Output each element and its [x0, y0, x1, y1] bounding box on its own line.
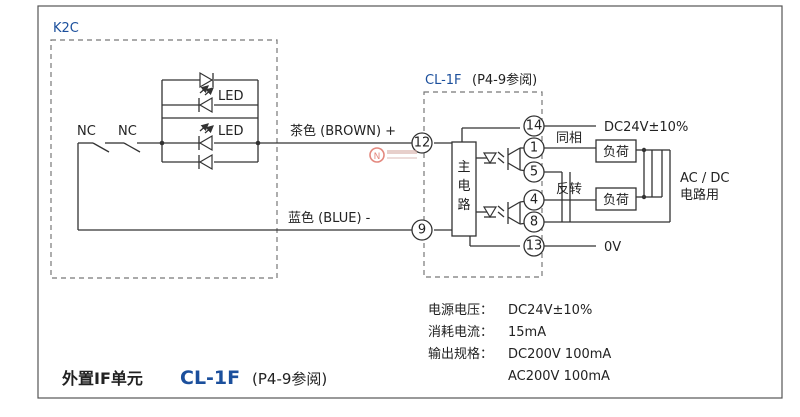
cl1f-internal-wiring [434, 127, 535, 247]
terminal-12: 12 [411, 132, 433, 154]
footer-title-prefix: 外置IF单元 [61, 369, 143, 388]
terminal-1: 1 [523, 137, 545, 159]
main-circuit-char-2: 电 [457, 179, 470, 194]
svg-text:1: 1 [530, 141, 538, 156]
spec-output-label: 输出规格： [428, 346, 493, 362]
spec-consumption-label: 消耗电流： [428, 325, 493, 340]
k2c-label: K2C [53, 21, 79, 36]
terminal-5: 5 [523, 161, 545, 183]
blue-wire-label: 蓝色 (BLUE) - [288, 210, 371, 226]
svg-text:12: 12 [414, 136, 431, 151]
terminal-13: 13 [523, 235, 545, 257]
led-label-lower: LED [218, 124, 243, 139]
spec-consumption-value: 15mA [508, 325, 546, 340]
svg-text:9: 9 [418, 223, 426, 238]
load-box-2 [595, 187, 637, 211]
ac-dc-label: AC / DC [680, 171, 729, 186]
load-label-1: 负荷 [603, 145, 629, 160]
watermark-logo: N [369, 147, 417, 163]
load-label-2: 负荷 [603, 193, 629, 208]
led-network [159, 71, 261, 171]
svg-text:N: N [374, 152, 381, 162]
main-circuit-char-3: 路 [457, 197, 470, 213]
dc-supply-label: DC24V±10% [604, 120, 688, 135]
reverse-phase-label: 反转 [556, 182, 582, 197]
cl1f-label: CL-1F [425, 73, 462, 88]
brown-wire-label: 茶色 (BROWN) + [290, 123, 396, 139]
terminal-14: 14 [523, 115, 545, 137]
svg-text:14: 14 [526, 119, 543, 134]
terminal-9: 9 [411, 219, 433, 241]
same-phase-label: 同相 [556, 131, 582, 146]
outer-frame [37, 5, 783, 399]
spec-output-value-ac: AC200V 100mA [508, 369, 610, 384]
svg-text:8: 8 [530, 215, 538, 230]
cl1f-ref: (P4-9参阅) [472, 72, 537, 88]
main-circuit-char-1: 主 [457, 160, 470, 175]
spec-output-value-dc: DC200V 100mA [508, 347, 611, 362]
terminal-8: 8 [523, 211, 545, 233]
svg-text:4: 4 [530, 193, 538, 208]
spec-power-label: 电源电压： [428, 303, 493, 318]
spec-power-value: DC24V±10% [508, 303, 592, 318]
led-label-upper: LED [218, 89, 243, 104]
nc-label-2: NC [118, 124, 137, 139]
svg-text:5: 5 [530, 165, 538, 180]
main-circuit-box [451, 141, 477, 237]
ac-dc-sub-label: 电路用 [680, 187, 719, 203]
nc-contacts [77, 142, 162, 230]
cl1f-box [423, 91, 543, 278]
terminal-4: 4 [523, 189, 545, 211]
nc-label-1: NC [77, 124, 96, 139]
svg-text:13: 13 [526, 239, 543, 254]
zero-v-label: 0V [604, 240, 621, 255]
load-box-1 [595, 139, 637, 163]
footer-title-ref: (P4-9参阅) [252, 370, 327, 388]
footer-title-model: CL-1F [180, 367, 240, 389]
k2c-box [50, 39, 278, 279]
output-wiring [544, 125, 671, 247]
